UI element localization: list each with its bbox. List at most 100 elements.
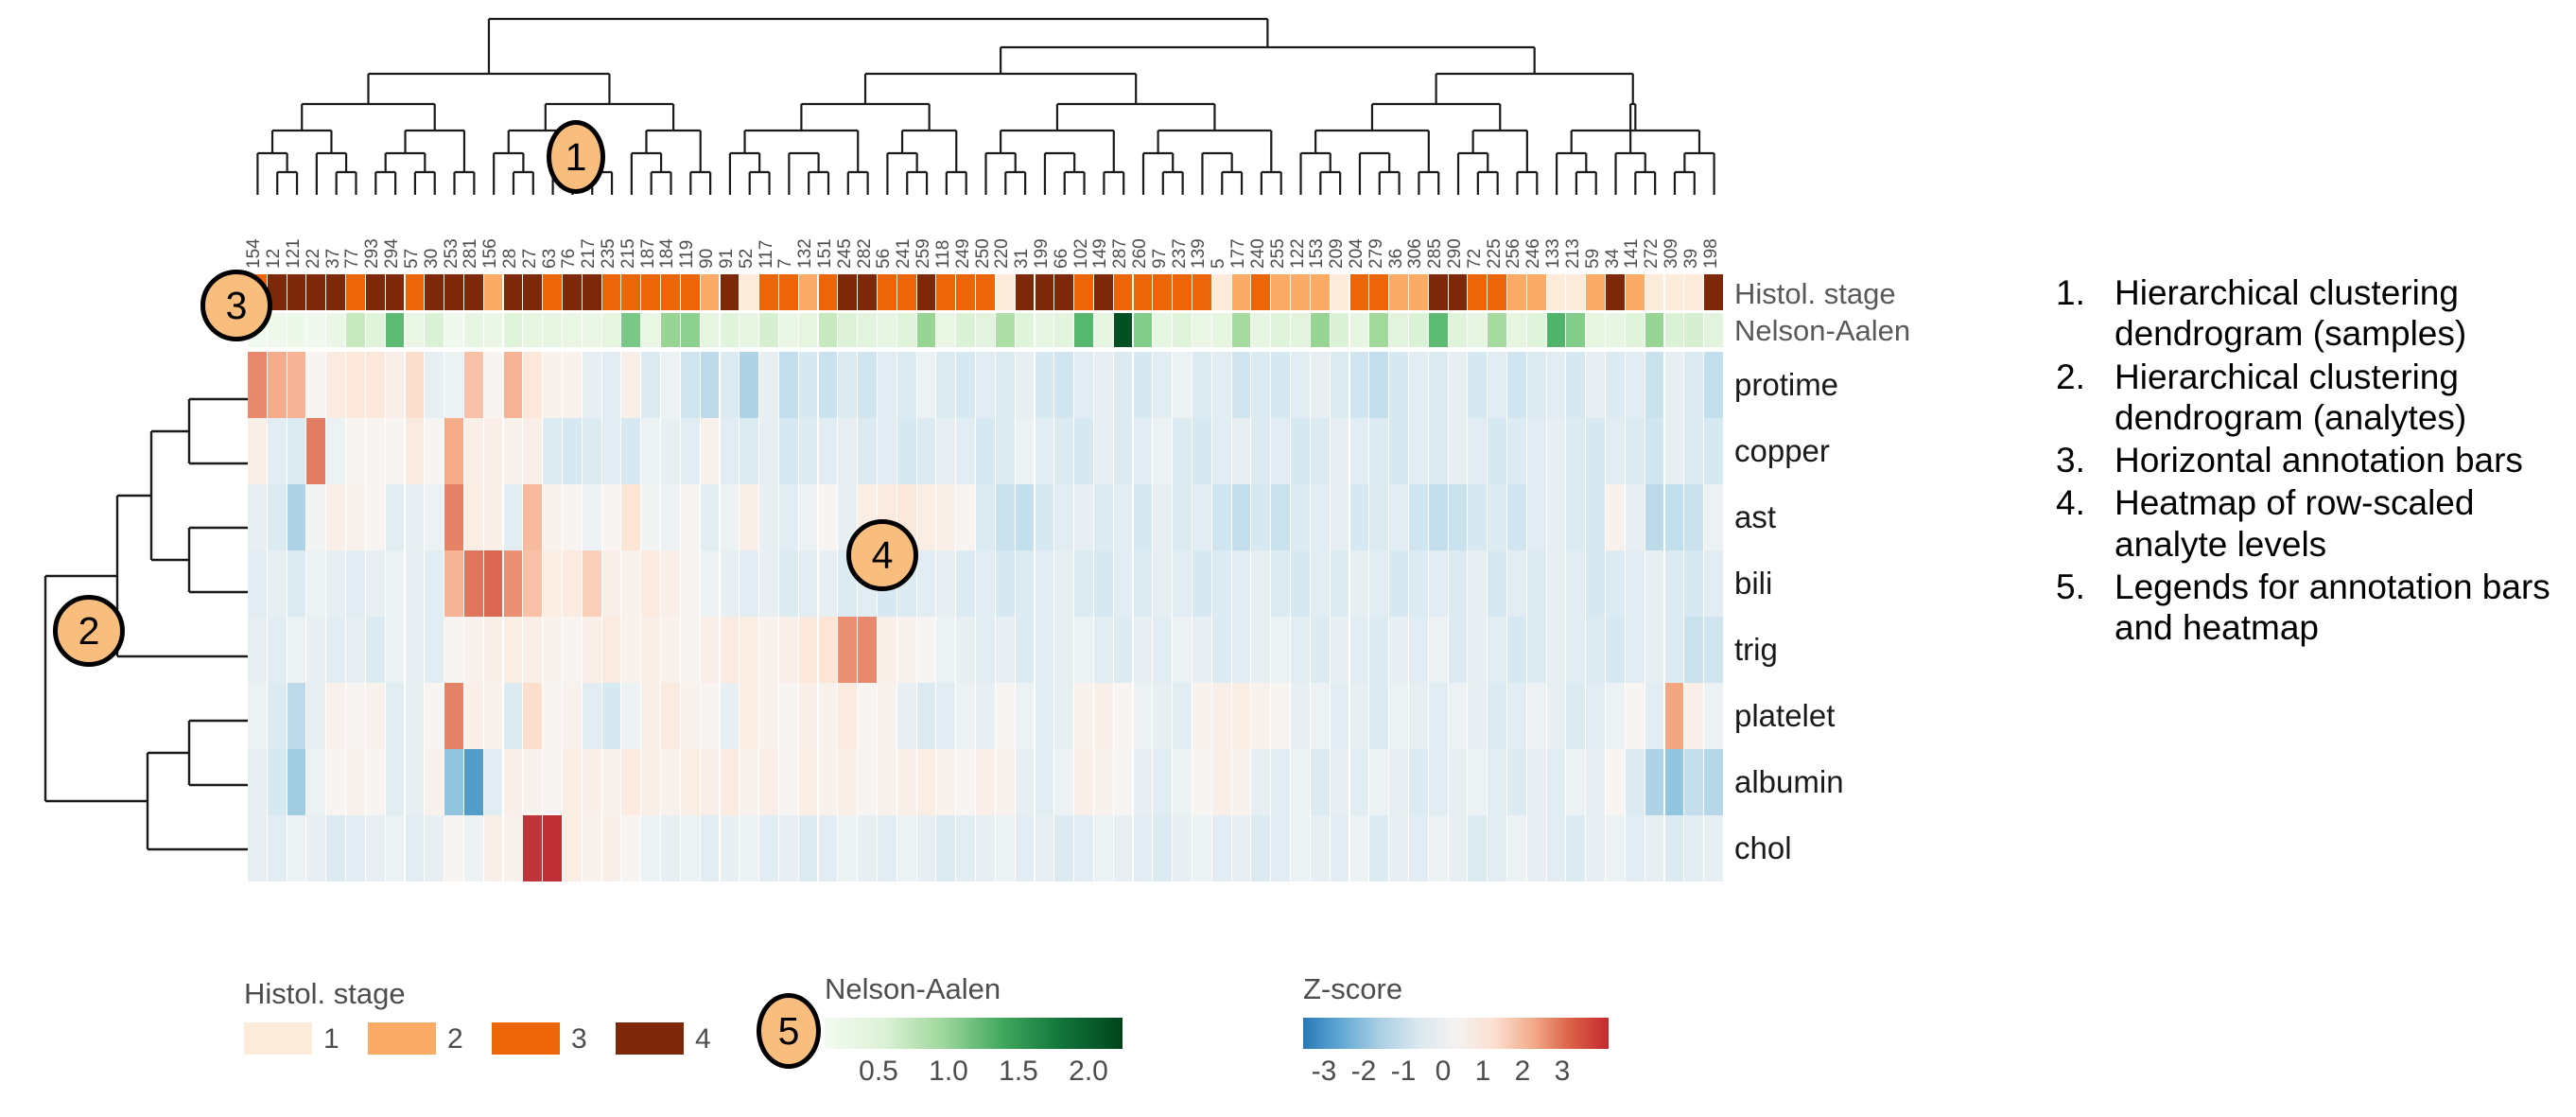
heatmap-cell <box>1369 617 1389 683</box>
heatmap-cell <box>818 484 838 550</box>
heatmap-cell <box>1428 484 1448 550</box>
heatmap-cell <box>287 815 306 881</box>
heatmap-cell <box>1625 749 1645 815</box>
legend-tick-zscore: -1 <box>1390 1056 1417 1087</box>
heatmap-cell <box>1291 617 1310 683</box>
heatmap-cell <box>916 683 936 749</box>
annotation-cell-histol-stage <box>1586 274 1605 310</box>
annotation-cell-nelson-aalen <box>641 313 660 347</box>
heatmap-cell <box>1369 550 1389 617</box>
annotation-cell-histol-stage <box>1192 274 1211 310</box>
annotation-cell-histol-stage <box>306 274 326 310</box>
heatmap-cell <box>1173 418 1192 484</box>
heatmap-cell <box>661 749 680 815</box>
heatmap-cell <box>1606 484 1625 550</box>
heatmap-cell <box>1271 352 1290 418</box>
heatmap-cell <box>1664 749 1684 815</box>
heatmap-cell <box>1330 617 1349 683</box>
column-tick-label: 199 <box>1031 238 1052 269</box>
heatmap-cell <box>1389 617 1408 683</box>
heatmap-cell <box>1035 550 1054 617</box>
heatmap-cell <box>1015 352 1035 418</box>
heatmap-cell <box>976 815 995 881</box>
heatmap-cell <box>878 418 896 484</box>
heatmap-cell <box>463 683 483 749</box>
heatmap-cell <box>1625 617 1645 683</box>
column-tick-label: 57 <box>401 248 422 269</box>
heatmap-cell <box>385 683 405 749</box>
legend-swatch-histol-stage <box>616 1022 684 1055</box>
column-tick-label: 132 <box>795 238 816 269</box>
heatmap-cell <box>1330 484 1349 550</box>
heatmap-cell <box>306 617 326 683</box>
column-tick-label: 259 <box>914 238 934 269</box>
heatmap-cell <box>936 484 956 550</box>
heatmap-cell <box>995 352 1015 418</box>
heatmap-cell <box>778 484 798 550</box>
heatmap-cell <box>700 815 720 881</box>
annotation-cell-histol-stage <box>346 274 365 310</box>
annotation-cell-nelson-aalen <box>720 313 740 347</box>
heatmap-cell <box>267 550 287 617</box>
heatmap-cell <box>700 418 720 484</box>
heatmap-cell <box>523 617 543 683</box>
heatmap-cell <box>818 617 838 683</box>
heatmap-cell <box>483 352 503 418</box>
annotation-cell-nelson-aalen <box>543 313 562 347</box>
heatmap-cell <box>1251 749 1271 815</box>
heatmap-cell <box>1389 550 1408 617</box>
annotation-cell-histol-stage <box>1526 274 1546 310</box>
heatmap-cell <box>1664 418 1684 484</box>
heatmap-cell <box>1291 815 1310 881</box>
heatmap-cell <box>976 617 995 683</box>
heatmap-cell <box>798 484 818 550</box>
heatmap-cell <box>740 550 759 617</box>
heatmap-cell <box>463 352 483 418</box>
caption-item-number: 2. <box>2056 357 2085 396</box>
heatmap-cell <box>346 550 365 617</box>
column-tick-label: 31 <box>1012 248 1033 269</box>
heatmap-cell <box>1488 683 1506 749</box>
heatmap-cell <box>1173 683 1192 749</box>
heatmap-cell <box>346 484 365 550</box>
heatmap-cell <box>896 815 916 881</box>
heatmap-cell <box>444 749 463 815</box>
heatmap-cell <box>1231 749 1251 815</box>
heatmap-cell <box>1211 617 1231 683</box>
annotation-cell-nelson-aalen <box>365 313 385 347</box>
heatmap-cell <box>818 352 838 418</box>
heatmap-cell <box>1035 815 1054 881</box>
heatmap-cell <box>267 352 287 418</box>
heatmap-cell <box>1684 815 1704 881</box>
heatmap-cell <box>1015 683 1035 749</box>
heatmap-row <box>248 749 1724 815</box>
heatmap-cell <box>1468 617 1488 683</box>
column-tick-label: 281 <box>461 238 481 269</box>
column-tick-label: 141 <box>1622 238 1643 269</box>
annotation-cell-histol-stage <box>1389 274 1408 310</box>
heatmap-cell <box>916 749 936 815</box>
annotation-cell-histol-stage <box>425 274 444 310</box>
legend-title-histol-stage: Histol. stage <box>244 977 406 1010</box>
heatmap-cell <box>563 550 582 617</box>
column-tick-label: 39 <box>1680 248 1701 269</box>
heatmap-cell <box>267 418 287 484</box>
heatmap-row <box>248 617 1724 683</box>
heatmap-cell <box>1507 815 1526 881</box>
legend-swatch-histol-stage <box>368 1022 436 1055</box>
heatmap-cell <box>463 815 483 881</box>
annotation-cell-nelson-aalen <box>976 313 995 347</box>
heatmap-cell <box>1113 484 1133 550</box>
heatmap-cell <box>1153 352 1173 418</box>
heatmap-cell <box>1546 418 1566 484</box>
column-tick-label: 253 <box>441 238 461 269</box>
column-tick-label: 153 <box>1307 238 1328 269</box>
heatmap-cell <box>1113 352 1133 418</box>
heatmap-cell <box>601 683 621 749</box>
heatmap-cell <box>1074 484 1093 550</box>
annotation-cell-nelson-aalen <box>1586 313 1605 347</box>
column-tick-label: 5 <box>1209 258 1229 269</box>
column-tick-label: 156 <box>480 238 501 269</box>
column-tick-label: 177 <box>1228 238 1249 269</box>
heatmap-cell <box>385 617 405 683</box>
